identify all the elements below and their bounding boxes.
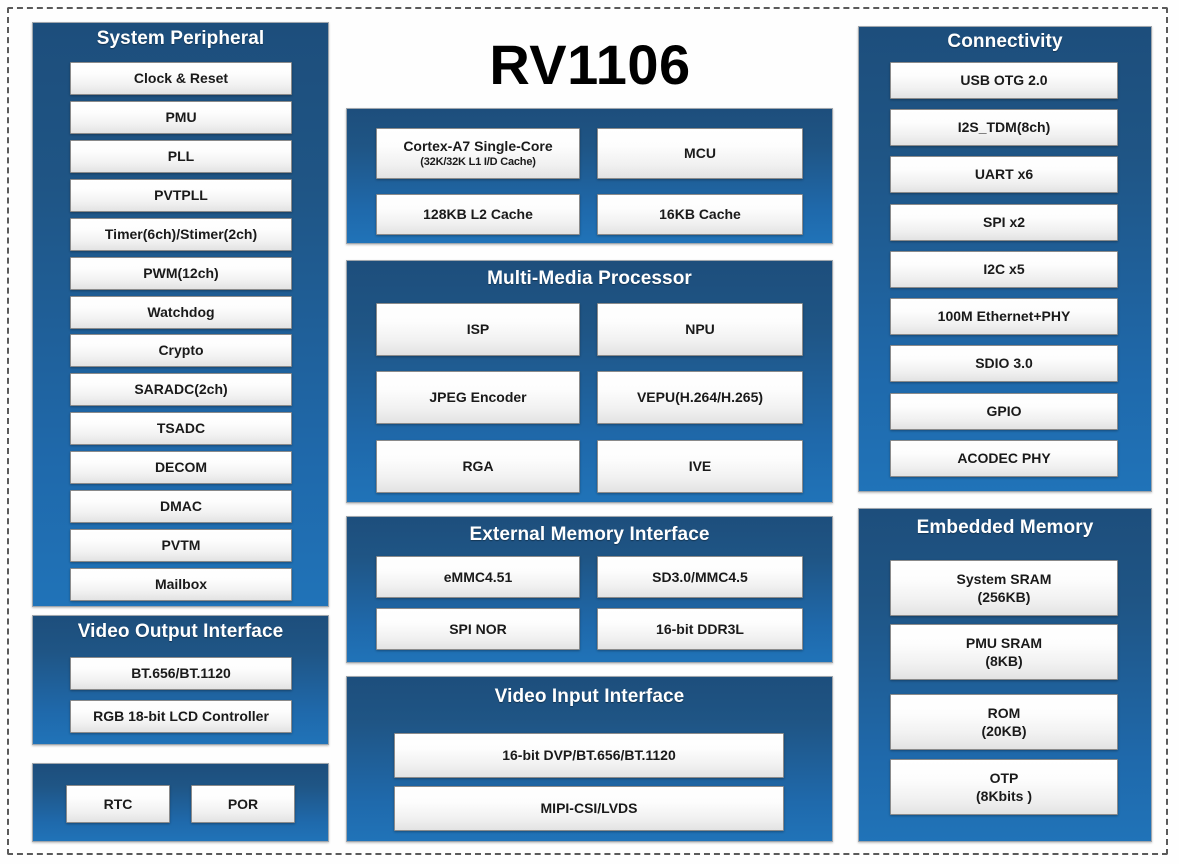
box-otp-label: OTP: [989, 770, 1019, 787]
box-spi-nor[interactable]: SPI NOR: [376, 608, 580, 650]
box-dvp-bt656-bt1120[interactable]: 16-bit DVP/BT.656/BT.1120: [394, 733, 784, 778]
box-rga[interactable]: RGA: [376, 440, 580, 493]
box-rom-size: (20KB): [981, 722, 1027, 739]
panel-video-output-interface-title: Video Output Interface: [77, 621, 284, 642]
box-clock-reset[interactable]: Clock & Reset: [70, 62, 292, 95]
box-l2-cache[interactable]: 128KB L2 Cache: [376, 194, 580, 235]
box-i2s-tdm[interactable]: I2S_TDM(8ch): [890, 109, 1118, 146]
box-cortex-a7[interactable]: Cortex-A7 Single-Core (32K/32K L1 I/D Ca…: [376, 128, 580, 179]
box-pvtpll[interactable]: PVTPLL: [70, 179, 292, 212]
box-system-sram-label: System SRAM: [956, 571, 1052, 588]
box-cortex-a7-sublabel: (32K/32K L1 I/D Cache): [420, 156, 536, 169]
panel-video-input-interface-title: Video Input Interface: [494, 686, 685, 707]
box-mcu[interactable]: MCU: [597, 128, 803, 179]
box-ethernet-phy[interactable]: 100M Ethernet+PHY: [890, 298, 1118, 335]
box-pll[interactable]: PLL: [70, 140, 292, 173]
box-gpio[interactable]: GPIO: [890, 393, 1118, 430]
box-rom[interactable]: ROM (20KB): [890, 694, 1118, 750]
box-pmu-sram-label: PMU SRAM: [965, 635, 1043, 652]
box-tsadc[interactable]: TSADC: [70, 412, 292, 445]
chip-title: RV1106: [489, 33, 691, 96]
box-watchdog[interactable]: Watchdog: [70, 296, 292, 329]
box-dmac[interactable]: DMAC: [70, 490, 292, 523]
box-acodec-phy[interactable]: ACODEC PHY: [890, 440, 1118, 477]
box-spi[interactable]: SPI x2: [890, 204, 1118, 241]
box-pmu[interactable]: PMU: [70, 101, 292, 134]
box-otp[interactable]: OTP (8Kbits ): [890, 759, 1118, 815]
box-pmu-sram-size: (8KB): [985, 652, 1023, 669]
box-rtc[interactable]: RTC: [66, 785, 170, 823]
panel-external-memory-interface-title: External Memory Interface: [469, 524, 710, 545]
box-por[interactable]: POR: [191, 785, 295, 823]
panel-system-peripheral-title: System Peripheral: [96, 28, 265, 49]
box-crypto[interactable]: Crypto: [70, 334, 292, 367]
box-mipi-csi-lvds[interactable]: MIPI-CSI/LVDS: [394, 786, 784, 831]
box-vepu[interactable]: VEPU(H.264/H.265): [597, 371, 803, 424]
panel-embedded-memory-title: Embedded Memory: [916, 517, 1094, 538]
box-16kb-cache[interactable]: 16KB Cache: [597, 194, 803, 235]
box-system-sram[interactable]: System SRAM (256KB): [890, 560, 1118, 616]
box-i2c[interactable]: I2C x5: [890, 251, 1118, 288]
box-pwm[interactable]: PWM(12ch): [70, 257, 292, 290]
box-isp[interactable]: ISP: [376, 303, 580, 356]
box-rgb-lcd-controller[interactable]: RGB 18-bit LCD Controller: [70, 700, 292, 733]
box-cortex-a7-label: Cortex-A7 Single-Core: [403, 138, 553, 155]
box-otp-size: (8Kbits ): [976, 787, 1032, 804]
panel-connectivity-title: Connectivity: [947, 31, 1063, 52]
box-rom-label: ROM: [987, 705, 1021, 722]
box-pmu-sram[interactable]: PMU SRAM (8KB): [890, 624, 1118, 680]
box-sd-mmc[interactable]: SD3.0/MMC4.5: [597, 556, 803, 598]
panel-multimedia-processor-title: Multi-Media Processor: [487, 268, 692, 289]
box-npu[interactable]: NPU: [597, 303, 803, 356]
box-decom[interactable]: DECOM: [70, 451, 292, 484]
box-timer-stimer[interactable]: Timer(6ch)/Stimer(2ch): [70, 218, 292, 251]
box-pvtm[interactable]: PVTM: [70, 529, 292, 562]
box-emmc[interactable]: eMMC4.51: [376, 556, 580, 598]
box-system-sram-size: (256KB): [977, 588, 1031, 605]
box-saradc[interactable]: SARADC(2ch): [70, 373, 292, 406]
box-ive[interactable]: IVE: [597, 440, 803, 493]
box-uart[interactable]: UART x6: [890, 156, 1118, 193]
box-usb-otg[interactable]: USB OTG 2.0: [890, 62, 1118, 99]
box-mailbox[interactable]: Mailbox: [70, 568, 292, 601]
box-ddr3l[interactable]: 16-bit DDR3L: [597, 608, 803, 650]
box-jpeg-encoder[interactable]: JPEG Encoder: [376, 371, 580, 424]
box-sdio[interactable]: SDIO 3.0: [890, 345, 1118, 382]
box-bt656-bt1120[interactable]: BT.656/BT.1120: [70, 657, 292, 690]
